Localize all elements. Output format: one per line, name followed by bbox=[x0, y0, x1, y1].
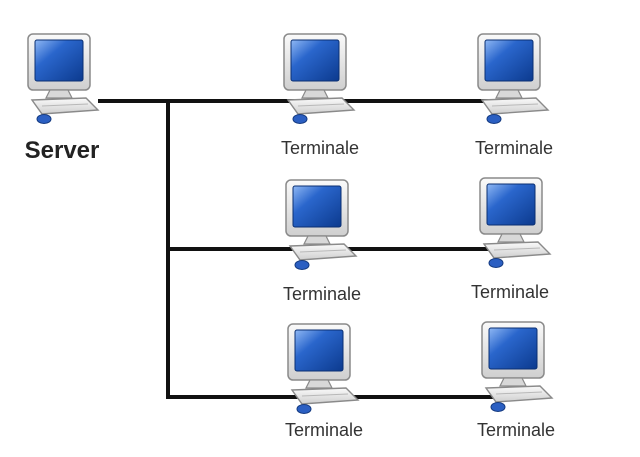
terminal-label: Terminale bbox=[477, 420, 555, 440]
server-node: Server bbox=[25, 33, 100, 164]
terminal-label: Terminale bbox=[471, 282, 549, 302]
computer-icon bbox=[481, 321, 553, 413]
terminal-label: Terminale bbox=[283, 284, 361, 304]
computer-icon bbox=[287, 323, 359, 415]
terminal-node: Terminale bbox=[281, 33, 359, 158]
server-label: Server bbox=[25, 137, 100, 164]
terminal-label: Terminale bbox=[475, 138, 553, 158]
terminal-node: Terminale bbox=[477, 321, 555, 440]
computer-icon bbox=[479, 177, 551, 269]
terminal-node: Terminale bbox=[475, 33, 553, 158]
terminal-node: Terminale bbox=[471, 177, 551, 302]
terminal-label: Terminale bbox=[281, 138, 359, 158]
computer-icon bbox=[285, 179, 357, 271]
computer-icon bbox=[283, 33, 355, 125]
terminal-label: Terminale bbox=[285, 420, 363, 440]
terminal-node: Terminale bbox=[285, 323, 363, 440]
terminal-node: Terminale bbox=[283, 179, 361, 304]
computer-icon bbox=[477, 33, 549, 125]
computer-icon bbox=[27, 33, 99, 125]
